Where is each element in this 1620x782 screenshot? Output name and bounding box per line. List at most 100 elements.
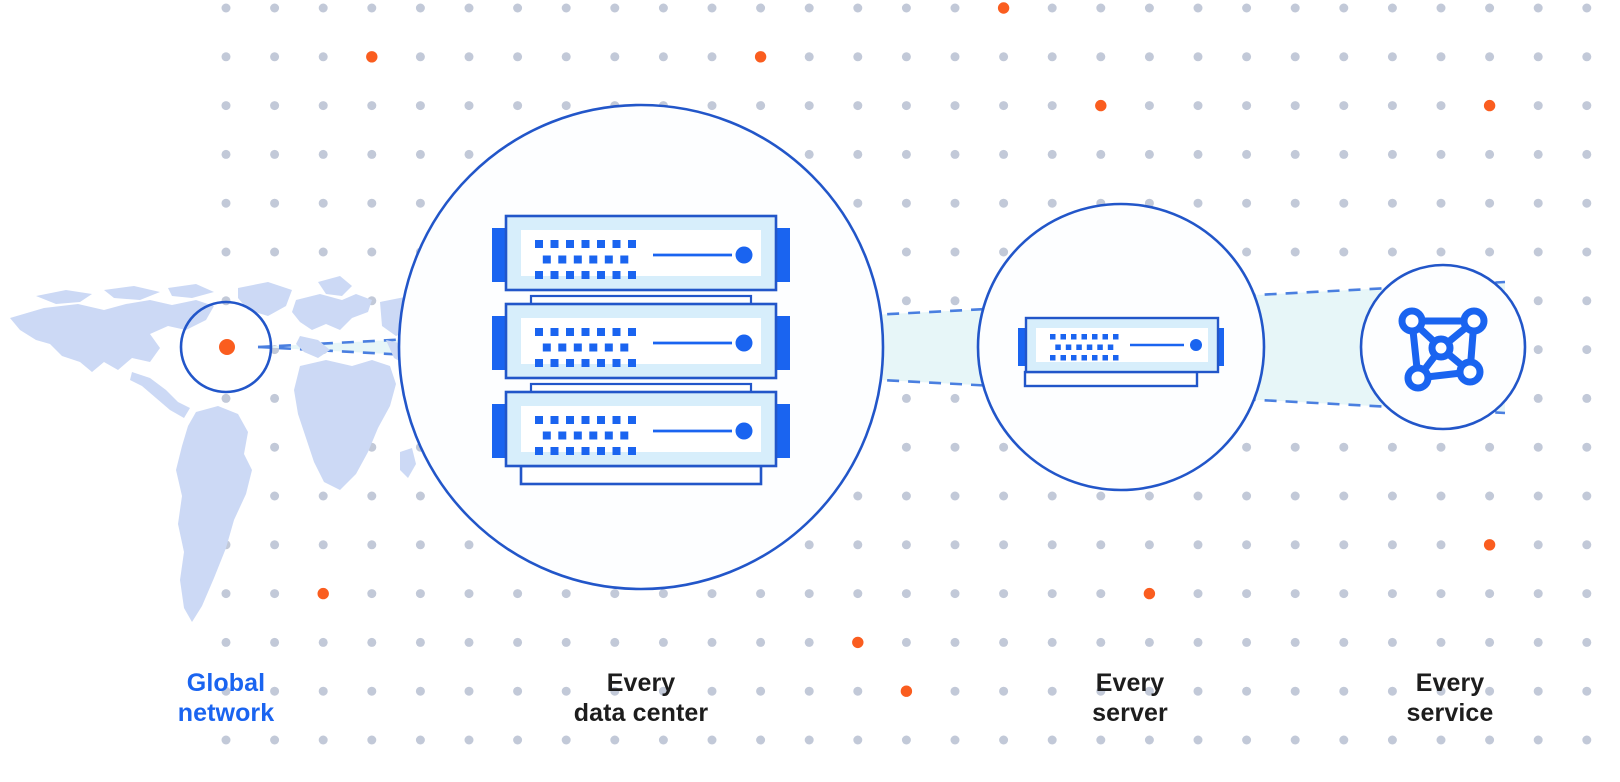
grid-dot bbox=[901, 540, 911, 550]
matrix-led bbox=[550, 416, 559, 424]
grid-dot bbox=[901, 296, 911, 306]
matrix-led bbox=[566, 447, 574, 455]
grid-dot bbox=[367, 540, 377, 550]
grid-dot bbox=[1387, 101, 1397, 111]
matrix-led bbox=[550, 271, 559, 279]
grid-dot bbox=[804, 149, 814, 159]
server-rack-three-units bbox=[492, 214, 790, 486]
matrix-led bbox=[1071, 334, 1077, 340]
grid-dot bbox=[901, 393, 911, 403]
grid-dot bbox=[561, 686, 571, 696]
grid-dot bbox=[513, 686, 523, 696]
grid-dot bbox=[999, 589, 1009, 599]
matrix-led bbox=[604, 343, 613, 352]
grid-dot bbox=[901, 735, 911, 745]
grid-dot bbox=[367, 491, 377, 501]
grid-dot bbox=[853, 686, 863, 696]
rack-unit-2-led bbox=[735, 334, 753, 352]
grid-dot bbox=[415, 540, 425, 550]
grid-dot bbox=[999, 198, 1009, 208]
matrix-led bbox=[535, 240, 543, 248]
grid-dot bbox=[318, 52, 328, 62]
grid-dot bbox=[756, 589, 766, 599]
grid-dot-orange bbox=[1483, 539, 1496, 551]
grid-dot bbox=[1582, 3, 1592, 13]
matrix-led bbox=[535, 447, 543, 455]
grid-dot bbox=[610, 735, 620, 745]
grid-dot bbox=[1144, 52, 1154, 62]
matrix-led bbox=[1081, 334, 1087, 340]
matrix-led bbox=[566, 328, 574, 336]
grid-dot bbox=[1096, 540, 1106, 550]
grid-dot bbox=[270, 491, 280, 501]
grid-dot bbox=[270, 540, 280, 550]
grid-dot bbox=[318, 491, 328, 501]
grid-dot-orange bbox=[852, 636, 864, 649]
perspective-dashed-line-upper bbox=[257, 280, 1506, 349]
grid-dot bbox=[1485, 491, 1495, 501]
grid-dot bbox=[221, 247, 231, 257]
matrix-led bbox=[1060, 334, 1066, 340]
grid-dot bbox=[901, 52, 911, 62]
grid-dot bbox=[901, 101, 911, 111]
matrix-led bbox=[581, 416, 590, 424]
stage-service bbox=[1359, 263, 1527, 431]
grid-dot bbox=[610, 3, 620, 13]
grid-dot bbox=[756, 101, 766, 111]
matrix-led bbox=[1102, 355, 1108, 361]
stage-data-center bbox=[397, 103, 885, 591]
grid-dot bbox=[1339, 442, 1349, 452]
grid-dot bbox=[1242, 149, 1252, 159]
grid-dot bbox=[707, 52, 717, 62]
grid-dot bbox=[1193, 540, 1203, 550]
matrix-led bbox=[573, 431, 582, 440]
grid-dot bbox=[1144, 149, 1154, 159]
rack-unit-1 bbox=[492, 214, 790, 310]
grid-dot bbox=[1242, 735, 1252, 745]
grid-dot bbox=[1193, 735, 1203, 745]
matrix-led bbox=[573, 343, 582, 352]
grid-dot bbox=[950, 637, 960, 647]
grid-dot bbox=[415, 101, 425, 111]
grid-dot bbox=[1387, 442, 1397, 452]
grid-dot bbox=[950, 149, 960, 159]
grid-dot bbox=[707, 735, 717, 745]
grid-dot bbox=[1047, 3, 1057, 13]
grid-dot bbox=[853, 52, 863, 62]
matrix-led bbox=[1076, 344, 1082, 350]
grid-dot bbox=[999, 247, 1009, 257]
grid-dot bbox=[853, 589, 863, 599]
grid-dot bbox=[1436, 52, 1446, 62]
grid-dot bbox=[1047, 491, 1057, 501]
grid-dot bbox=[1339, 52, 1349, 62]
grid-dot bbox=[950, 540, 960, 550]
matrix-led bbox=[558, 431, 567, 440]
grid-dot bbox=[270, 393, 280, 403]
grid-dot bbox=[1290, 3, 1300, 13]
grid-dot bbox=[1582, 686, 1592, 696]
grid-dot bbox=[950, 442, 960, 452]
grid-dot bbox=[270, 3, 280, 13]
matrix-led bbox=[1113, 334, 1119, 340]
grid-dot bbox=[367, 247, 377, 257]
grid-dot bbox=[901, 198, 911, 208]
grid-dot bbox=[415, 3, 425, 13]
grid-dot bbox=[1193, 3, 1203, 13]
grid-dot bbox=[464, 686, 474, 696]
grid-dot-orange bbox=[1143, 587, 1156, 600]
grid-dot bbox=[1047, 149, 1057, 159]
grid-dot bbox=[1533, 442, 1543, 452]
grid-dot bbox=[804, 3, 814, 13]
grid-dot bbox=[1047, 198, 1057, 208]
grid-dot bbox=[1339, 3, 1349, 13]
matrix-led bbox=[558, 255, 567, 264]
grid-dot bbox=[1242, 589, 1252, 599]
grid-dot bbox=[221, 101, 231, 111]
matrix-led bbox=[628, 240, 636, 248]
matrix-led bbox=[597, 416, 605, 424]
grid-dot bbox=[999, 540, 1009, 550]
grid-dot bbox=[1436, 589, 1446, 599]
grid-dot bbox=[1387, 149, 1397, 159]
grid-dot bbox=[415, 198, 425, 208]
